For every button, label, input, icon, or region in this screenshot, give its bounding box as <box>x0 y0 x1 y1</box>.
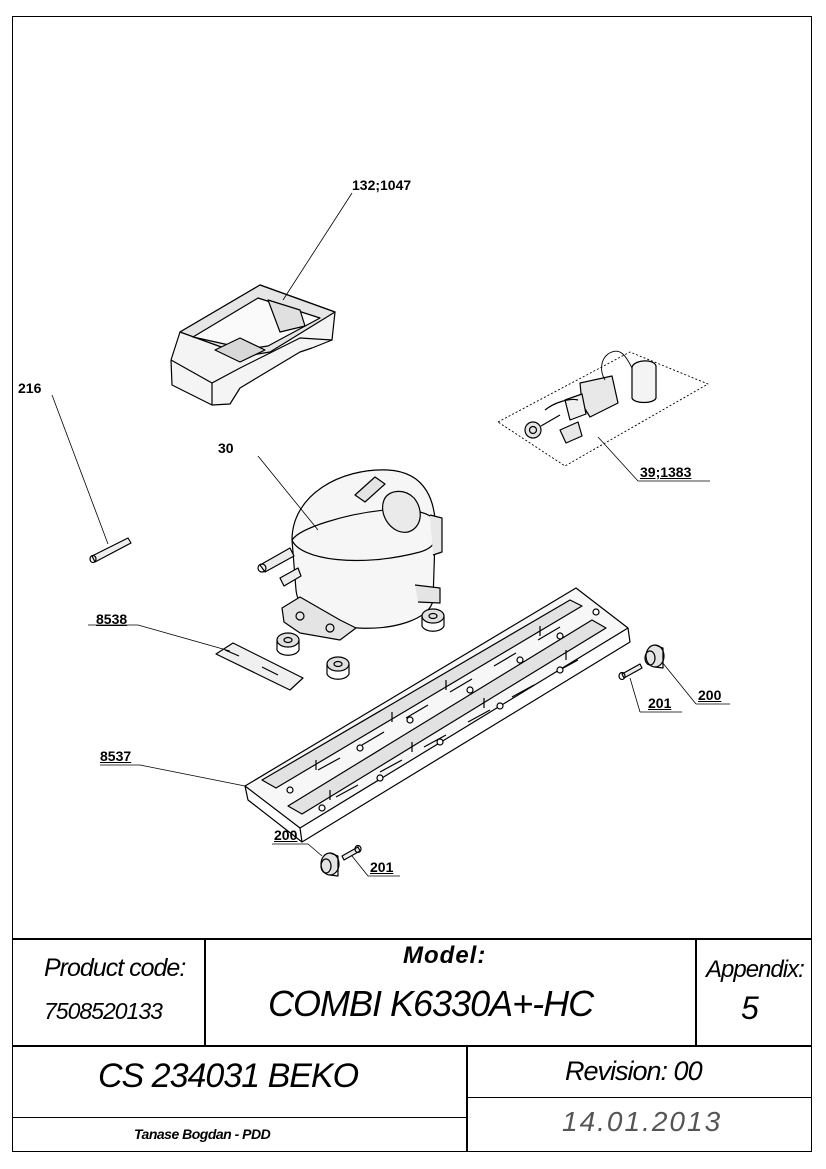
document-number: CS 234031 BEKO <box>98 1057 359 1095</box>
compressor-cover-tray <box>170 284 336 406</box>
mounting-plate <box>215 642 304 691</box>
callout-label-bolt-lower: 201 <box>370 859 394 875</box>
revision: Revision: 00 <box>565 1056 703 1086</box>
revision-date: 14.01.2013 <box>562 1106 723 1137</box>
bolt-lower <box>341 844 362 861</box>
bolt-upper <box>618 663 643 681</box>
callout-label-foot-upper: 200 <box>698 687 722 703</box>
appendix-value: 5 <box>741 990 759 1026</box>
callout-label-bolt-upper: 201 <box>648 695 672 711</box>
callout-label-base-rail: 8537 <box>100 748 132 764</box>
title-block-author-border <box>12 1117 467 1118</box>
callout-label-mounting-plate: 8538 <box>96 611 128 627</box>
base-rail-assembly <box>244 587 631 843</box>
author: Tanase Bogdan - PDD <box>134 1126 271 1142</box>
title-block-top-border <box>12 938 812 940</box>
pin-part <box>89 537 132 564</box>
electrical-kit-group <box>497 350 709 467</box>
callout-label-cover: 132;1047 <box>352 177 412 193</box>
title-block-divider-left <box>204 938 206 1046</box>
callout-label-foot-lower: 200 <box>274 827 298 843</box>
callout-label-compressor: 30 <box>218 440 234 456</box>
exploded-parts-drawing <box>51 192 730 877</box>
drawing-sheet-border <box>12 16 812 1152</box>
compressor-body <box>257 469 443 641</box>
callout-label-electrical-kit: 39;1383 <box>640 464 692 480</box>
appendix-label: Appendix: <box>706 956 805 983</box>
title-block-revision-border <box>466 1097 812 1098</box>
rubber-grommets <box>276 608 445 680</box>
callout-leader-lines <box>51 192 730 877</box>
title-block-divider-right <box>695 938 697 1046</box>
rubber-foot-upper <box>644 644 665 669</box>
title-block-divider-lower <box>466 1045 468 1152</box>
rubber-foot-lower <box>320 852 340 877</box>
product-code-value: 7508520133 <box>44 998 163 1024</box>
model-value: COMBI K6330A+-HC <box>268 983 594 1024</box>
callout-label-pin: 216 <box>18 380 42 396</box>
title-block-middle-border <box>12 1045 812 1047</box>
product-code-label: Product code: <box>44 954 186 982</box>
model-label: Model: <box>403 942 487 969</box>
